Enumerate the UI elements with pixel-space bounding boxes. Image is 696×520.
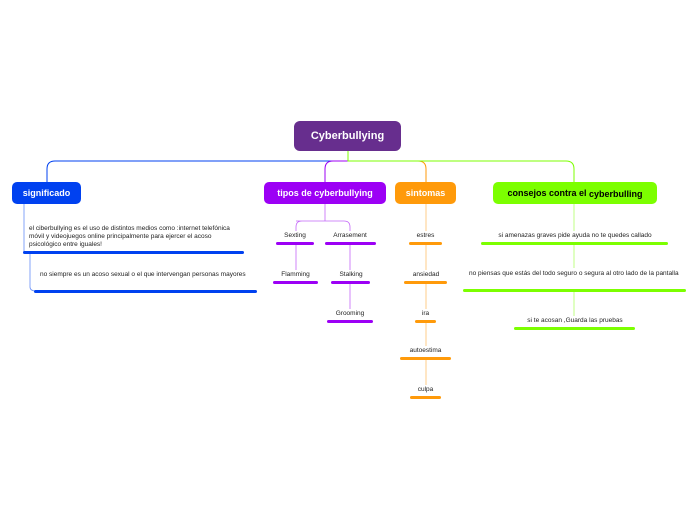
sintomas-item-ansiedad[interactable]: ansiedad (412, 271, 440, 278)
significado-item-1[interactable]: el ciberbullying es el uso de distintos … (29, 225, 230, 248)
branch-sintomas-label: sintomas (405, 188, 446, 198)
tipos-item-arrasement[interactable]: Arrasement (333, 232, 367, 239)
root-node[interactable]: Cyberbullying (294, 121, 401, 151)
consejos-item-2-underline (463, 289, 686, 292)
tipos-item-sexting[interactable]: Sexting (284, 232, 306, 239)
branch-significado-label: significado (22, 188, 71, 198)
sintomas-item-autoestima-underline (400, 357, 451, 360)
sintomas-item-estres[interactable]: estres (416, 232, 435, 239)
tipos-item-sexting-underline (276, 242, 314, 245)
tipos-item-stalking-underline (331, 281, 370, 284)
consejos-item-3-underline (514, 327, 635, 330)
sintomas-item-ansiedad-underline (404, 281, 447, 284)
branch-consejos[interactable]: consejos contra el cyberbulling (493, 182, 657, 204)
consejos-item-2[interactable]: no piensas que estás del todo seguro o s… (469, 270, 679, 277)
sintomas-item-culpa-underline (410, 396, 441, 399)
sintomas-item-estres-underline (409, 242, 442, 245)
consejos-item-1[interactable]: si amenazas graves pide ayuda no te qued… (498, 232, 652, 239)
tipos-item-stalking[interactable]: Stalking (339, 271, 363, 278)
branch-significado[interactable]: significado (12, 182, 81, 204)
branch-sintomas[interactable]: sintomas (395, 182, 456, 204)
significado-item-2-underline (34, 290, 257, 293)
consejos-item-3[interactable]: si te acosan ,Guarda las pruebas (527, 317, 623, 324)
tipos-item-arrasement-underline (325, 242, 376, 245)
sintomas-item-ira-underline (415, 320, 436, 323)
root-label: Cyberbullying (310, 130, 385, 142)
tipos-item-grooming-underline (327, 320, 373, 323)
branch-consejos-label: consejos contra el cyberbulling (507, 188, 643, 199)
significado-item-1-underline (23, 251, 244, 254)
sintomas-item-autoestima[interactable]: autoestima (409, 347, 442, 354)
sintomas-item-culpa[interactable]: culpa (417, 386, 434, 393)
tipos-item-flamming[interactable]: Flamming (281, 271, 310, 278)
tipos-item-grooming[interactable]: Grooming (335, 310, 365, 317)
branch-tipos-label: tipos de cyberbullying (277, 188, 373, 198)
tipos-item-flamming-underline (273, 281, 318, 284)
significado-item-2[interactable]: no siempre es un acoso sexual o el que i… (40, 271, 246, 278)
sintomas-item-ira[interactable]: ira (421, 310, 430, 317)
branch-tipos[interactable]: tipos de cyberbullying (264, 182, 386, 204)
consejos-item-1-underline (481, 242, 668, 245)
